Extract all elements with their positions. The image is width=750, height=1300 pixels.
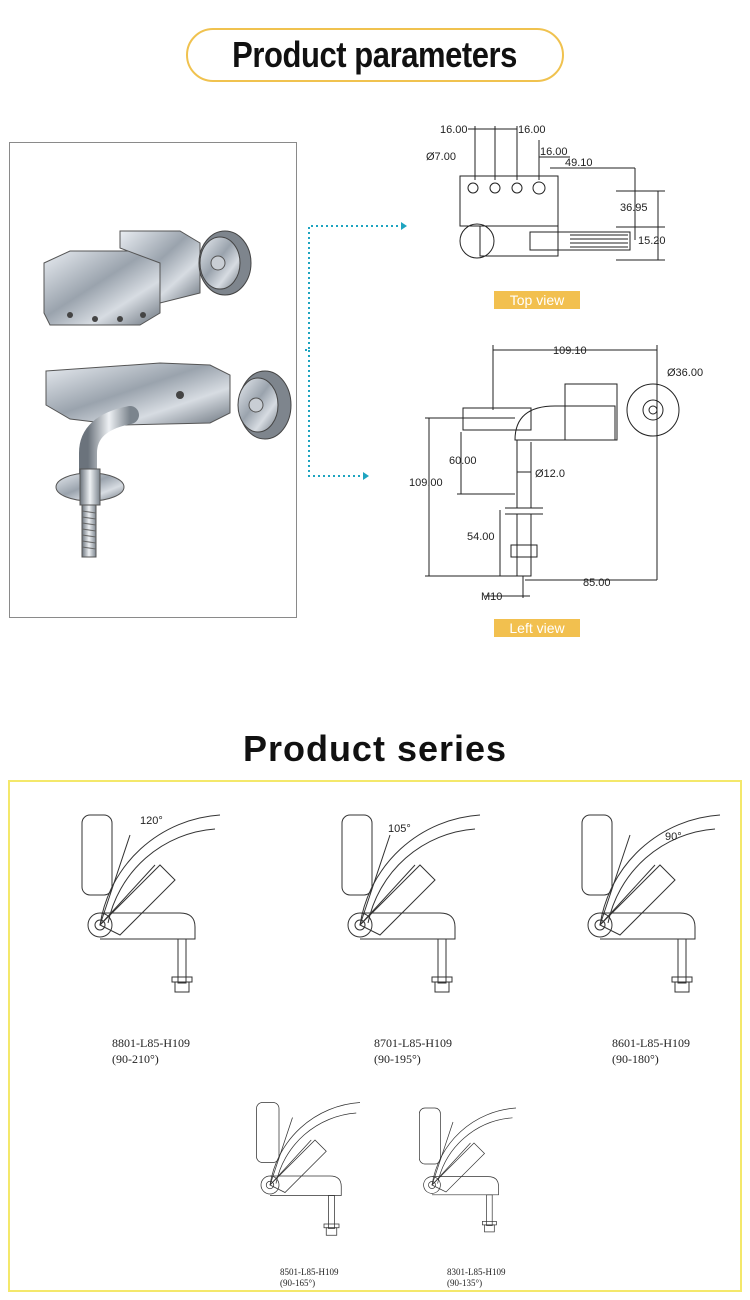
dim-16-a: 16.00 <box>440 124 468 136</box>
hinge-8601 <box>581 814 721 993</box>
dim-thread: M10 <box>481 591 502 602</box>
connector-lines <box>305 222 407 480</box>
dim-shaft: Ø12.0 <box>535 468 565 480</box>
dim-16-c: 16.00 <box>540 146 568 158</box>
model-8301: 8301-L85-H109 (90-135°) <box>447 1267 506 1289</box>
dim-54: 54.00 <box>467 531 495 543</box>
page-title: Product parameters <box>232 34 518 75</box>
model-range: (90-180°) <box>612 1052 659 1066</box>
model-8601: 8601-L85-H109 (90-180°) <box>612 1035 690 1067</box>
dim-hole: Ø7.00 <box>426 151 456 163</box>
section-title-pill: Product parameters <box>186 28 564 82</box>
hinge-photo-illustration <box>43 230 292 558</box>
dim-60: 60.00 <box>449 455 477 467</box>
dim-16-b: 16.00 <box>518 124 546 136</box>
series-title: Product series <box>242 728 508 769</box>
left-view-drawing: 109.10 109.00 60.00 54.00 85.00 Ø36.00 Ø… <box>409 345 703 602</box>
model-8501: 8501-L85-H109 (90-165°) <box>280 1267 339 1289</box>
model-range: (90-135°) <box>447 1278 483 1288</box>
model-code: 8501-L85-H109 <box>280 1267 339 1277</box>
dim-109-w: 109.10 <box>553 345 587 357</box>
model-range: (90-210°) <box>112 1052 159 1066</box>
model-code: 8601-L85-H109 <box>612 1036 690 1050</box>
model-code: 8801-L85-H109 <box>112 1036 190 1050</box>
hinge-8701 <box>341 814 481 993</box>
angle-8601: 90° <box>665 831 682 843</box>
hinge-8801 <box>81 814 221 993</box>
dim-dia-36: Ø36.00 <box>667 367 703 379</box>
model-range: (90-195°) <box>374 1052 421 1066</box>
left-view-label: Left view <box>494 619 580 637</box>
hinge-8301 <box>419 1107 517 1233</box>
model-8801: 8801-L85-H109 (90-210°) <box>112 1035 190 1067</box>
model-8701: 8701-L85-H109 (90-195°) <box>374 1035 452 1067</box>
dim-36: 36.95 <box>620 202 648 214</box>
model-range: (90-165°) <box>280 1278 316 1288</box>
dim-15: 15.20 <box>638 235 666 247</box>
angle-8701: 105° <box>388 823 411 835</box>
product-photo <box>9 142 297 618</box>
model-code: 8701-L85-H109 <box>374 1036 452 1050</box>
angle-8801: 120° <box>140 815 163 827</box>
dim-49: 49.10 <box>565 157 593 169</box>
dim-85: 85.00 <box>583 577 611 589</box>
dim-109-h: 109.00 <box>409 477 443 489</box>
top-view-label: Top view <box>494 291 580 309</box>
hinge-8501 <box>256 1102 361 1236</box>
top-view-drawing: 16.00 16.00 16.00 49.10 36.95 15.20 Ø7.0… <box>426 124 666 261</box>
model-code: 8301-L85-H109 <box>447 1267 506 1277</box>
